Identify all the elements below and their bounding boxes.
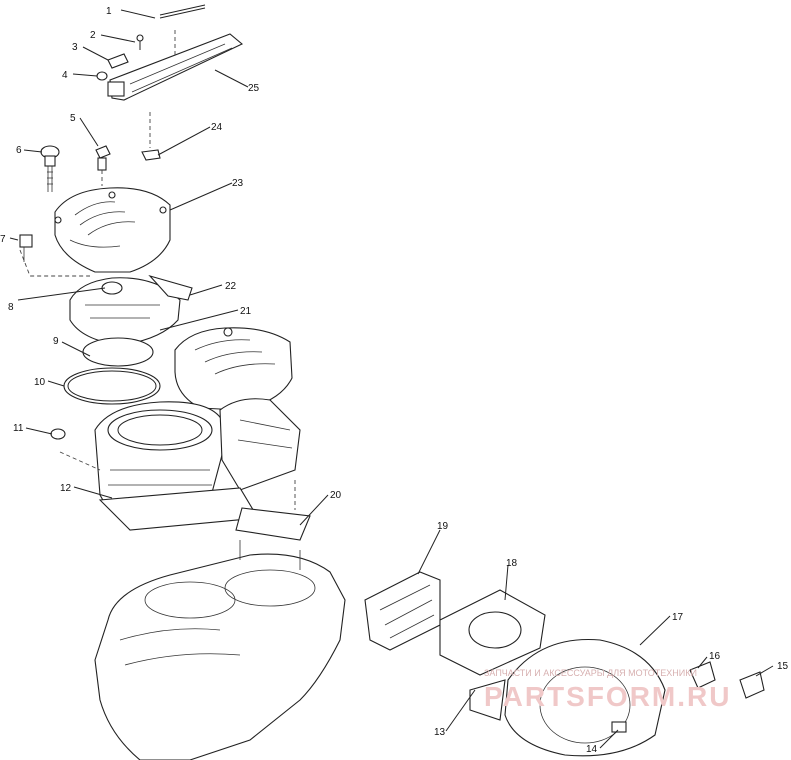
- callout-23: 23: [232, 178, 244, 189]
- part-7: [19, 234, 33, 262]
- callout-9: 9: [53, 336, 59, 347]
- water-housing: [69, 274, 193, 346]
- small-parts-right: [689, 661, 765, 699]
- bracket-part: [107, 4, 244, 101]
- callout-6: 6: [16, 145, 22, 156]
- callout-13: 13: [434, 727, 446, 738]
- callout-15: 15: [777, 661, 789, 672]
- callout-18: 18: [506, 558, 518, 569]
- callout-5: 5: [70, 113, 76, 124]
- reed-valve: [364, 571, 441, 651]
- callout-22: 22: [225, 281, 237, 292]
- callout-24: 24: [211, 122, 223, 133]
- callout-10: 10: [34, 377, 46, 388]
- watermark: ЗАПЧАСТИ И АКСЕССУАРЫ ДЛЯ МОТОТЕХНИКИ PA…: [484, 668, 731, 712]
- watermark-tagline: ЗАПЧАСТИ И АКСЕССУАРЫ ДЛЯ МОТОТЕХНИКИ: [484, 668, 697, 678]
- watermark-logo: PARTSFORM.RU: [484, 681, 731, 712]
- crankcase: [94, 540, 346, 760]
- callout-3: 3: [72, 42, 78, 53]
- callout-12: 12: [60, 483, 72, 494]
- callout-17: 17: [672, 612, 684, 623]
- callout-1: 1: [106, 6, 112, 17]
- callout-7: 7: [0, 234, 6, 245]
- callout-19: 19: [437, 521, 449, 532]
- rotary-cover: [469, 638, 666, 757]
- head-cover: [19, 187, 171, 277]
- bolts-5-6: [40, 145, 111, 192]
- callout-8: 8: [8, 302, 14, 313]
- cylinder-head-rear: [174, 327, 293, 411]
- leader-lines: [9, 9, 774, 749]
- callout-4: 4: [62, 70, 68, 81]
- base-gasket: [235, 480, 311, 541]
- callout-14: 14: [586, 744, 598, 755]
- callouts: 1 2 3 4 25 5 24 6 23 7 8 22 21 9 10 11 1…: [0, 6, 789, 755]
- cylinder-block: [50, 398, 301, 531]
- o-rings: [63, 337, 161, 405]
- callout-20: 20: [330, 490, 342, 501]
- callout-11: 11: [13, 423, 24, 434]
- callout-25: 25: [248, 83, 260, 94]
- callout-2: 2: [90, 30, 96, 41]
- small-fasteners-top: [96, 30, 176, 161]
- intake-gasket: [439, 589, 546, 676]
- callout-16: 16: [709, 651, 721, 662]
- callout-21: 21: [240, 306, 252, 317]
